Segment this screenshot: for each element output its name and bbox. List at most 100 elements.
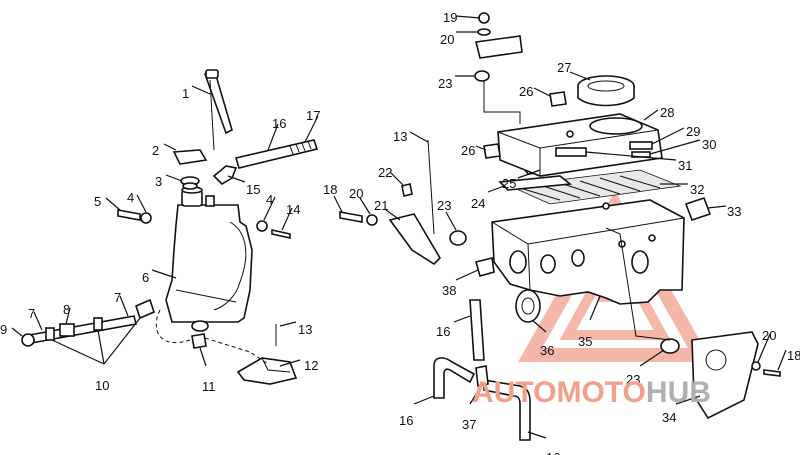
tank-vent-nipple — [205, 195, 215, 207]
tank-bracket-12 — [236, 357, 298, 385]
washer-4-right — [256, 220, 268, 232]
callout-c16c: 16 — [399, 413, 413, 428]
callout-c7a: 7 — [28, 306, 35, 321]
callout-c4a: 4 — [127, 190, 134, 205]
callout-c4b: 4 — [266, 192, 273, 207]
filter-8 — [59, 323, 75, 337]
drain-fitting-11 — [191, 333, 207, 349]
callout-c20b: 20 — [349, 186, 363, 201]
boot-inner — [521, 297, 535, 315]
washer-20-top — [477, 28, 491, 36]
clamp-10b — [45, 327, 55, 341]
callout-c30: 30 — [702, 137, 716, 152]
dipstick-handle — [205, 69, 219, 79]
side-bracket-21 — [388, 213, 442, 266]
callout-c24: 24 — [471, 196, 485, 211]
callout-c7b: 7 — [114, 290, 121, 305]
callout-c20a: 20 — [440, 32, 454, 47]
grommet-23-top — [474, 70, 490, 82]
screw-14 — [271, 229, 291, 239]
drain-grommet — [191, 320, 209, 332]
dipstick-rod — [209, 79, 215, 151]
routing-line-a — [155, 309, 191, 344]
watermark-word-hub: HUB — [646, 376, 711, 409]
hose-ribs — [289, 140, 312, 155]
callout-c36: 36 — [540, 343, 554, 358]
clamp-26-top — [549, 91, 567, 107]
filter-pleats — [519, 175, 661, 201]
lid-screw-hole — [566, 130, 574, 138]
fuel-line — [23, 315, 137, 345]
washer-20-left — [366, 214, 378, 226]
callout-c37: 37 — [462, 417, 476, 432]
callout-c5: 5 — [94, 194, 101, 209]
callout-c23c: 23 — [626, 372, 640, 387]
screw-19 — [478, 12, 490, 24]
callout-c14: 14 — [286, 202, 300, 217]
housing-hole-c — [648, 234, 656, 242]
elbow-fitting — [212, 165, 238, 186]
callout-c26b: 26 — [461, 143, 475, 158]
callout-c3: 3 — [155, 174, 162, 189]
watermark-text: AUTOMOTOHUB — [472, 376, 711, 409]
callout-c31: 31 — [678, 158, 692, 173]
tank-contour — [213, 221, 247, 311]
callout-c17: 17 — [306, 108, 320, 123]
washer-4-left — [140, 212, 152, 224]
housing-corner — [527, 243, 531, 291]
callout-c16a: 16 — [272, 116, 286, 131]
callout-c16b: 16 — [436, 324, 450, 339]
callout-c16d: 16 — [546, 450, 560, 455]
callout-c29: 29 — [686, 124, 700, 139]
callout-c18b: 18 — [787, 348, 800, 363]
callout-c19: 19 — [443, 10, 457, 25]
cap-seal — [182, 182, 198, 190]
grommet-23-mount — [660, 338, 680, 354]
screw-13-right — [427, 139, 435, 235]
gasket-24 — [498, 175, 573, 191]
tank-seam — [175, 289, 237, 303]
filter-element — [508, 169, 682, 205]
callout-c1: 1 — [182, 86, 189, 101]
callout-c38: 38 — [442, 283, 456, 298]
callout-c26a: 26 — [519, 84, 533, 99]
callout-c9: 9 — [0, 322, 7, 337]
callout-c20c: 20 — [762, 328, 776, 343]
lid-vent-31 — [555, 147, 587, 157]
drain-hose-16-lower-left — [433, 357, 476, 399]
top-clip-bracket — [475, 35, 523, 59]
mount-plate-hole — [705, 349, 727, 371]
foam-element-side — [577, 86, 635, 107]
callout-c33: 33 — [727, 204, 741, 219]
grommet-23-side — [449, 230, 467, 246]
clamp-26-side — [483, 143, 501, 159]
callout-c25: 25 — [502, 176, 516, 191]
callout-c15: 15 — [246, 182, 260, 197]
callout-c11: 11 — [202, 379, 216, 394]
housing-port-3 — [571, 249, 585, 267]
callout-c13a: 13 — [298, 322, 312, 337]
fuel-cap — [172, 149, 208, 165]
callout-c18a: 18 — [323, 182, 337, 197]
fuel-tank — [165, 204, 253, 323]
housing-port-2 — [540, 254, 556, 274]
bolt-18-right — [763, 369, 781, 377]
svg-text:AUTOMOTOHUB: AUTOMOTOHUB — [472, 376, 711, 409]
washer-20-right — [751, 361, 761, 371]
callout-c22: 22 — [378, 165, 392, 180]
routing-line-top — [483, 80, 521, 124]
callout-c8: 8 — [63, 302, 70, 317]
drain-38 — [475, 257, 495, 277]
clamp-33 — [684, 196, 712, 222]
intake-boot-36 — [515, 289, 541, 323]
routing-line-mount — [605, 227, 671, 341]
leader-lines-left — [11, 85, 319, 367]
bolt-5 — [117, 209, 141, 221]
callout-c2: 2 — [152, 143, 159, 158]
callout-c13b: 13 — [393, 129, 407, 144]
lid-label-29 — [629, 141, 653, 150]
housing-hole-a — [602, 202, 610, 210]
callout-c23b: 23 — [437, 198, 451, 213]
